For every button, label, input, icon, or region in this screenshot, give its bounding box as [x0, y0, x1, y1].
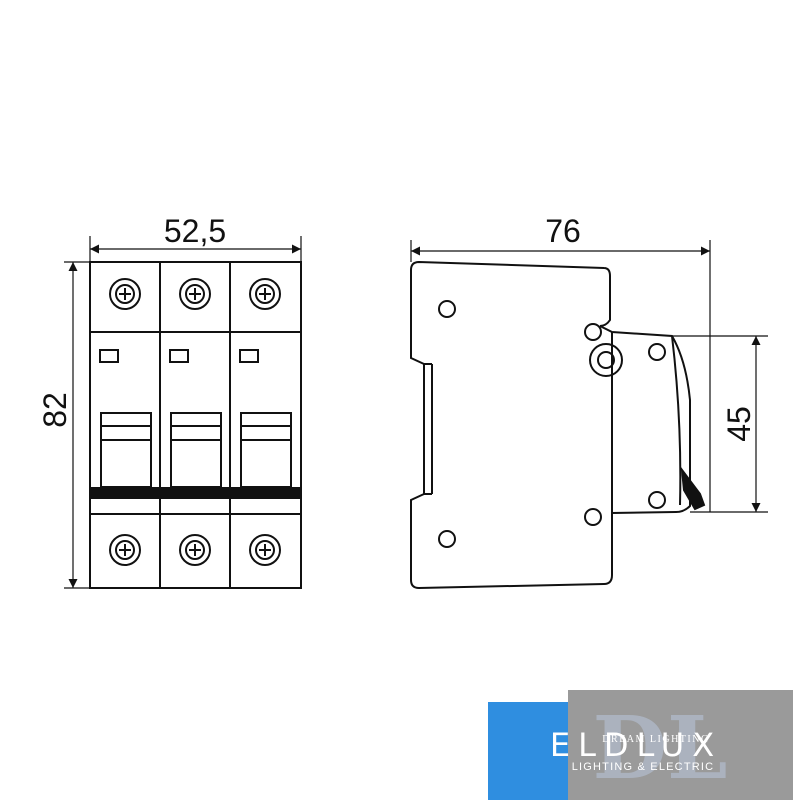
toggle-handle: [240, 412, 292, 488]
front-width-dimension: [89, 236, 302, 262]
rivet-outer: [589, 343, 623, 377]
screw-hole: [648, 343, 666, 361]
screw-hole: [438, 300, 456, 318]
screw-hole: [584, 323, 602, 341]
top-terminal-screw-icon-inner: [185, 284, 205, 304]
top-terminal-screw-icon-outer: [179, 278, 211, 310]
side-view-outline: [410, 260, 691, 590]
front-width-label: 52,5: [164, 213, 226, 249]
front-height-dimension: [64, 261, 90, 589]
indicator-window: [99, 349, 119, 363]
front-view-outline: [89, 261, 302, 589]
bottom-terminal-screw-icon-inner: [255, 540, 275, 560]
side-front-height-dimension: [672, 335, 768, 513]
indicator-window: [239, 349, 259, 363]
bottom-terminal-screw-icon-inner: [115, 540, 135, 560]
front-view: [89, 261, 302, 589]
eldlux-logo: DL DREAM LIGHTING ELDLUX LIGHTING & ELEC…: [488, 690, 793, 800]
screw-hole: [584, 508, 602, 526]
side-depth-dimension: [410, 240, 711, 512]
black-band: [90, 487, 301, 499]
bottom-terminal-screw-icon-outer: [179, 534, 211, 566]
bottom-terminal-screw-icon-outer: [249, 534, 281, 566]
logo-monogram: DL: [592, 698, 727, 799]
logo-brand: ELDLUX: [550, 726, 722, 764]
top-terminal-screw-icon-inner: [255, 284, 275, 304]
operating-lever: [680, 466, 706, 511]
logo-grey-block: [568, 690, 793, 800]
top-terminal-screw-icon-outer: [249, 278, 281, 310]
side-depth-label: 76: [545, 213, 581, 249]
toggle-handle: [170, 412, 222, 488]
pole-details: [99, 278, 292, 566]
logo-tagline-bottom: LIGHTING & ELECTRIC: [572, 761, 715, 773]
logo-tagline-top: DREAM LIGHTING: [602, 734, 709, 745]
screw-hole: [438, 530, 456, 548]
rivet-inner: [597, 351, 615, 369]
bottom-terminal-screw-icon-inner: [185, 540, 205, 560]
bottom-terminal-screw-icon-outer: [109, 534, 141, 566]
front-height-label: 82: [37, 392, 73, 428]
indicator-window: [169, 349, 189, 363]
side-view: [410, 260, 706, 590]
toggle-handle: [100, 412, 152, 488]
side-front-bulge: [671, 335, 682, 506]
screw-hole: [648, 491, 666, 509]
top-terminal-screw-icon-inner: [115, 284, 135, 304]
side-front-height-label: 45: [721, 406, 757, 442]
top-terminal-screw-icon-outer: [109, 278, 141, 310]
